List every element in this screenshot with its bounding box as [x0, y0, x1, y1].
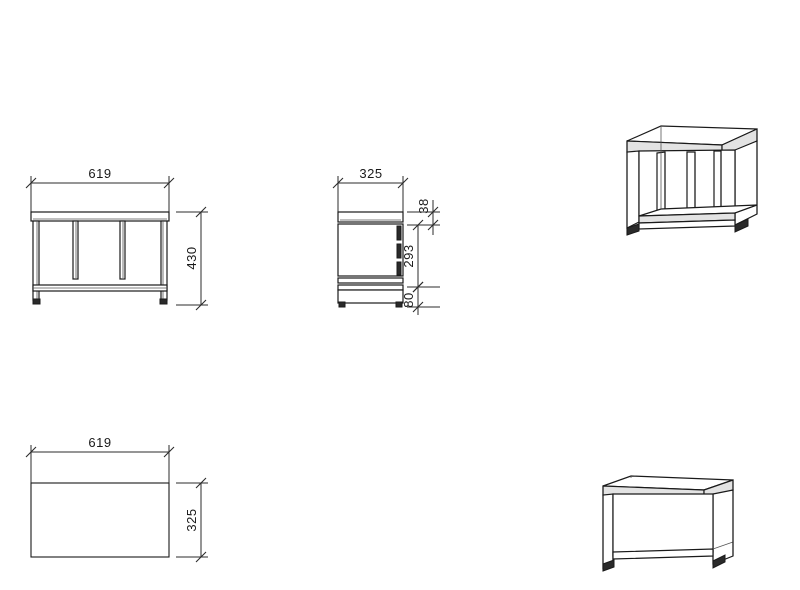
iso-closed-front-face — [612, 493, 714, 557]
iso-closed-foot-right — [712, 554, 726, 569]
front-foot-left — [32, 298, 41, 305]
dimension-front-height: 430 — [176, 206, 208, 311]
side-edge-strip-3 — [396, 261, 402, 276]
dimension-side-top-label: 38 — [416, 198, 431, 213]
dimension-plan-width-label: 619 — [88, 435, 111, 450]
dimension-plan-depth-label: 325 — [184, 508, 199, 531]
dimension-side-base-label: 80 — [401, 292, 416, 307]
side-lower-rail-lower — [337, 284, 404, 291]
iso-closed-lower-rail — [612, 548, 714, 560]
iso-open-divider-2 — [686, 151, 696, 215]
iso-closed-left-panel — [602, 493, 614, 569]
front-divider-2 — [119, 220, 126, 280]
side-elevation-view: 325 38 293 — [332, 166, 440, 315]
dimension-front-height-label: 430 — [184, 246, 199, 269]
dimension-side-opening-label: 293 — [401, 244, 416, 267]
iso-open-foot-right — [734, 218, 749, 233]
plan-view: 619 325 — [25, 435, 208, 563]
iso-view-closed — [602, 475, 734, 572]
side-foot-right — [395, 301, 403, 308]
side-main-panel — [337, 223, 404, 277]
side-lower-rail-upper — [337, 277, 404, 284]
front-top-slab — [30, 211, 170, 222]
dimension-side-top: 38 — [407, 198, 440, 235]
side-edge-strip-2 — [396, 243, 402, 259]
dimension-front-width: 619 — [25, 166, 175, 214]
iso-open-divider-3 — [713, 150, 722, 214]
dimension-side-depth: 325 — [332, 166, 409, 212]
side-edge-strip-1 — [396, 225, 402, 241]
front-divider-1 — [72, 220, 79, 280]
plan-outline-rectangle — [30, 482, 170, 558]
iso-open-left-panel — [626, 150, 640, 229]
front-foot-right — [159, 298, 168, 305]
iso-closed-right-panel — [712, 489, 734, 565]
dimension-front-width-label: 619 — [88, 166, 111, 181]
iso-view-open — [626, 125, 758, 236]
front-elevation-view: 619 430 — [25, 166, 208, 311]
dimension-side-opening: 293 — [401, 219, 425, 293]
dimension-side-base: 80 — [401, 280, 440, 315]
dimension-side-depth-label: 325 — [359, 166, 382, 181]
dimension-plan-width: 619 — [25, 435, 175, 483]
dimension-plan-depth: 325 — [176, 477, 208, 563]
side-foot-left — [338, 301, 346, 308]
side-base-box — [337, 289, 404, 304]
side-top-slab — [337, 211, 404, 223]
